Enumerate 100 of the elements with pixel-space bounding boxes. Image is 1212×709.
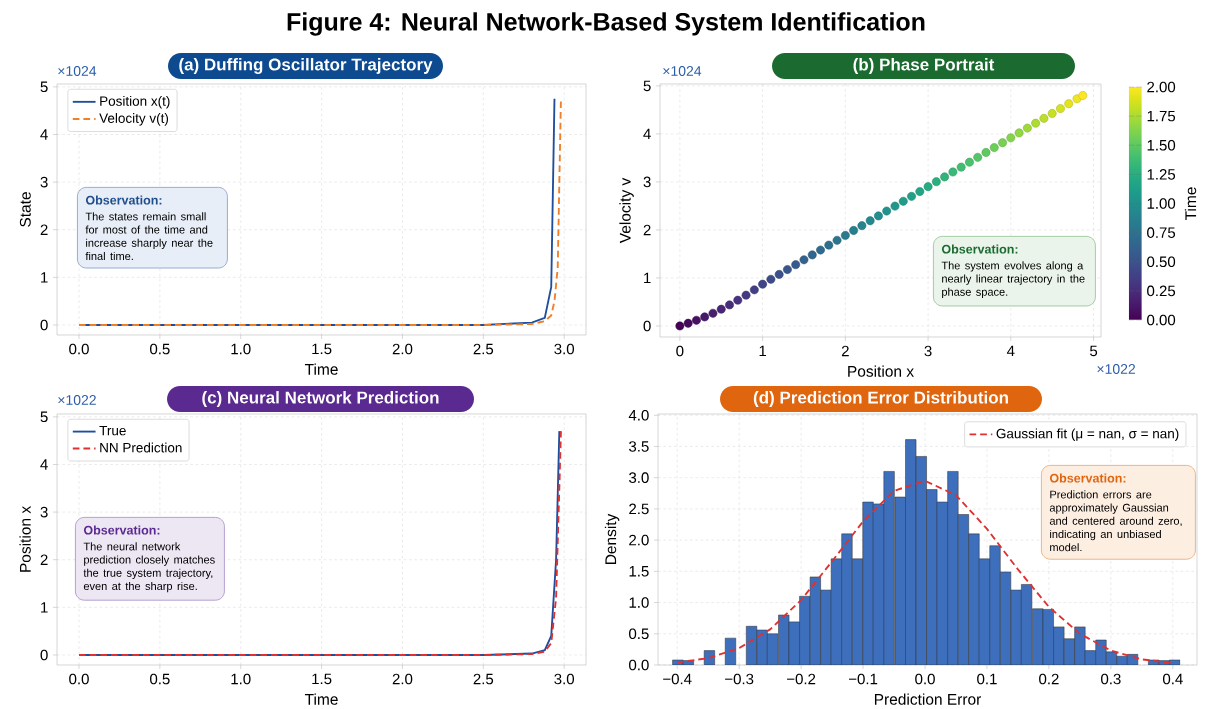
point <box>915 187 925 196</box>
x-tick-label: 0.2 <box>1039 673 1059 685</box>
x-tick-label: 0.0 <box>69 673 89 685</box>
point <box>1022 123 1032 133</box>
x-tick-label: 4 <box>1006 345 1015 357</box>
point <box>758 279 768 289</box>
point <box>981 148 991 157</box>
x-tick-label: 1.5 <box>312 343 332 355</box>
y-tick-label: 1 <box>41 272 48 283</box>
point <box>1031 118 1041 128</box>
bar <box>703 650 715 665</box>
chart-title: (a) Duffing Oscillator Trajectory <box>179 58 433 74</box>
y-tick-label: 0 <box>643 320 651 332</box>
y-tick-label: 3 <box>40 176 48 188</box>
x-tick-label: −0.2 <box>787 673 816 685</box>
x-tick-label: 1.0 <box>231 673 251 685</box>
x-tick-label: 3.0 <box>554 673 575 685</box>
point <box>874 211 883 221</box>
x-tick-label: 0 <box>676 345 684 357</box>
y-tick-label: 2 <box>40 224 48 235</box>
point <box>898 196 908 206</box>
y-tick-label: 3 <box>40 506 48 518</box>
point <box>890 201 900 211</box>
point <box>783 265 792 274</box>
x-axis-title: Time <box>304 693 338 705</box>
chart-title: (d) Prediction Error Distribution <box>753 391 1008 407</box>
x-tick-label: 3.0 <box>554 343 575 355</box>
x-tick-label: 0.3 <box>1101 673 1121 685</box>
axis-multiplier: ×1022 <box>1097 364 1135 374</box>
panel-title: (a) Duffing Oscillator Trajectory <box>168 53 443 79</box>
panel-title: (c) Neural Network Prediction <box>167 386 474 412</box>
x-tick-label: 2.0 <box>392 343 413 355</box>
y-tick-label: 5 <box>40 411 48 423</box>
legend-label: Position x(t) <box>100 95 170 109</box>
x-tick-label: 0.1 <box>977 673 997 685</box>
axis-multiplier: ×1024 <box>663 66 702 76</box>
y-tick-label: 5 <box>643 80 651 92</box>
label: 1.25 <box>1147 169 1176 180</box>
point <box>716 304 726 314</box>
observation-box: Observation: The neural network prediction closely matches the true system trajectory, even at the sharp rise. <box>75 517 225 601</box>
point <box>741 290 751 300</box>
point <box>824 240 834 250</box>
x-tick-label: 1.0 <box>231 343 251 355</box>
point <box>907 191 916 201</box>
y-tick-label: 0 <box>40 649 48 661</box>
point <box>675 321 685 331</box>
y-tick-label: 1.5 <box>629 566 649 577</box>
x-axis-title: Prediction Error <box>874 693 982 705</box>
x-tick-label: −0.3 <box>725 673 754 685</box>
chart-title: (b) Phase Portrait <box>853 58 995 74</box>
x-axis-title: Time <box>304 363 338 375</box>
x-tick-label: 0.5 <box>150 343 170 355</box>
observation-box: Observation: Prediction errors are approximately Gaussian and centered around zero, indicating an unbiased model. <box>1041 465 1196 560</box>
y-tick-label: 1 <box>41 602 48 613</box>
y-tick-label: 0 <box>40 319 48 331</box>
y-tick-label: 1.0 <box>629 597 649 608</box>
point <box>989 143 999 152</box>
legend-label: Gaussian fit (μ = nan, σ = nan) <box>996 428 1179 442</box>
label: 1.75 <box>1147 110 1176 122</box>
x-tick-label: 0.0 <box>69 343 89 355</box>
point <box>882 206 892 216</box>
point <box>1047 109 1057 118</box>
label: Time <box>1184 187 1197 221</box>
y-tick-label: 2 <box>643 224 651 236</box>
x-tick-label: 0.0 <box>915 673 935 685</box>
y-axis-title: Position x <box>19 506 31 572</box>
point <box>766 274 776 284</box>
point <box>774 270 784 279</box>
x-tick-label: 3 <box>924 345 932 357</box>
x-tick-label: 0.4 <box>1162 673 1183 685</box>
point <box>692 315 701 325</box>
observation-box: Observation: The states remain small for most of the time and increase sharply near the final time. <box>77 187 228 269</box>
legend-label: True <box>99 425 126 436</box>
observation-box: Observation: The system evolves along a nearly linear trajectory in the phase space. <box>933 236 1096 307</box>
y-axis-title: Velocity v <box>619 177 634 244</box>
point <box>832 235 842 245</box>
y-tick-label: 3.0 <box>629 472 649 483</box>
point <box>791 260 801 270</box>
label: 0.25 <box>1147 285 1176 297</box>
legend-label: Velocity v(t) <box>99 113 169 126</box>
point <box>857 221 867 231</box>
point <box>849 226 859 235</box>
point <box>708 308 718 318</box>
x-tick-label: 2.5 <box>473 673 494 685</box>
point <box>923 182 933 192</box>
point <box>799 255 809 265</box>
axis-multiplier: ×1022 <box>58 395 96 405</box>
point <box>1064 99 1074 109</box>
x-tick-label: 0.5 <box>150 673 170 685</box>
y-tick-label: 5 <box>40 81 48 93</box>
y-tick-label: 0.5 <box>629 628 649 640</box>
y-axis-title: Density <box>604 513 620 565</box>
label: 1.00 <box>1147 198 1176 209</box>
point <box>931 177 941 187</box>
bar <box>724 637 737 665</box>
y-axis-title: State <box>19 192 31 227</box>
y-tick-label: 3.5 <box>629 441 649 452</box>
x-tick-label: 2.5 <box>473 343 494 355</box>
axis-multiplier: ×1024 <box>58 66 97 76</box>
label: 0.75 <box>1147 227 1176 238</box>
